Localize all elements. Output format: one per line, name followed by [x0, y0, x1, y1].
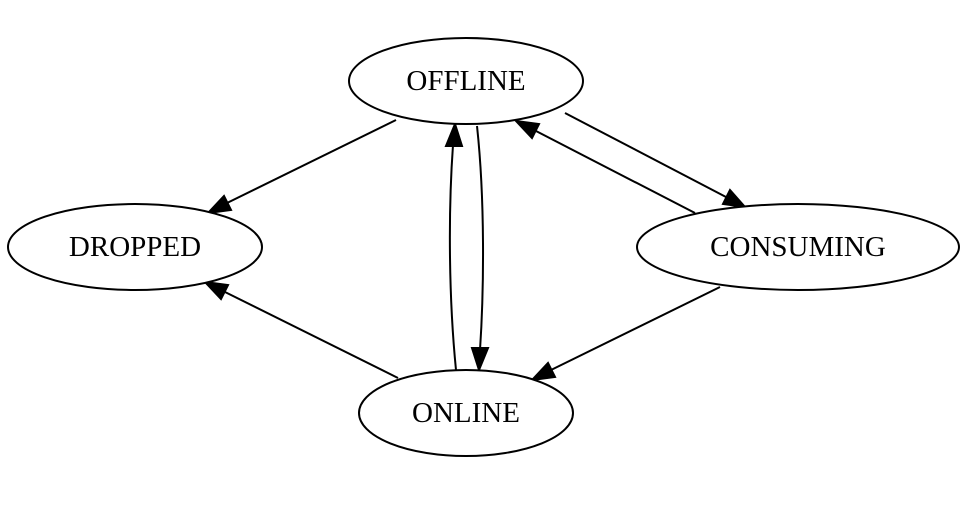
- edge-online-to-offline: [444, 121, 464, 371]
- node-consuming-label: CONSUMING: [710, 231, 886, 263]
- node-online-label: ONLINE: [412, 397, 520, 429]
- edge-offline-to-online: [470, 125, 490, 373]
- edge-consuming-to-offline: [513, 119, 696, 214]
- node-offline: OFFLINE: [348, 37, 584, 125]
- edge-offline-to-consuming: [564, 112, 748, 209]
- node-dropped: DROPPED: [7, 203, 263, 291]
- node-offline-label: OFFLINE: [406, 65, 525, 97]
- edge-offline-to-dropped: [205, 119, 397, 215]
- edges: [202, 112, 748, 382]
- edge-consuming-to-online: [529, 286, 721, 382]
- node-online: ONLINE: [358, 369, 574, 457]
- node-dropped-label: DROPPED: [69, 231, 201, 263]
- edge-online-to-dropped: [202, 280, 399, 379]
- node-consuming: CONSUMING: [636, 203, 960, 291]
